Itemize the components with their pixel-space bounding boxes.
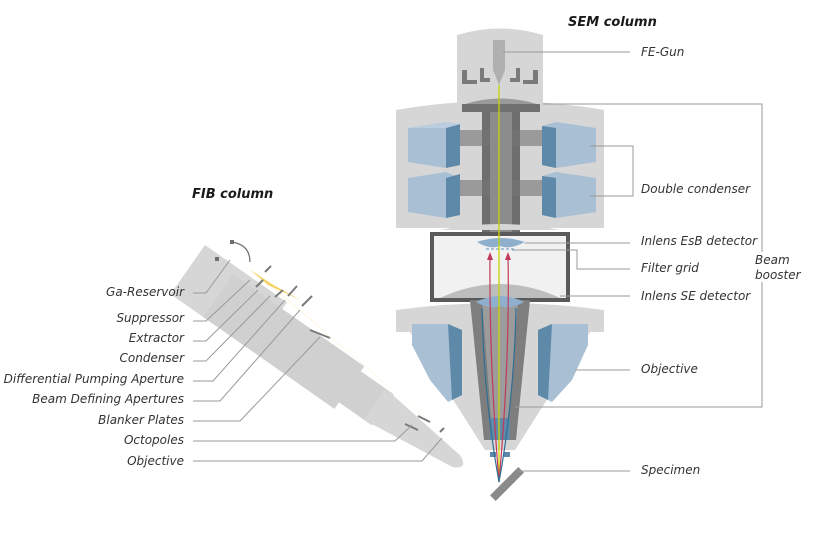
ga-reservoir-electrode	[230, 240, 234, 244]
label-octopoles: Octopoles	[124, 433, 184, 447]
fe-gun-tip-icon	[493, 40, 505, 85]
se-detector-dome	[440, 284, 560, 298]
label-objective-fib: Objective	[127, 454, 184, 468]
arrow-head-icon	[505, 252, 511, 260]
label-fe-gun: FE-Gun	[641, 45, 684, 59]
label-specimen: Specimen	[641, 463, 700, 477]
label-inlens-esb: Inlens EsB detector	[641, 234, 758, 248]
label-objective-sem: Objective	[641, 362, 698, 376]
liner-inner-front	[490, 112, 512, 232]
sem-column-title: SEM column	[568, 15, 657, 30]
label-beam-defining-apertures: Beam Defining Apertures	[32, 392, 184, 406]
backscatter-ray	[489, 254, 500, 483]
se-detector-icon	[476, 296, 524, 308]
specimen	[490, 467, 524, 501]
ga-reservoir-electrode	[215, 257, 219, 261]
label-double-condenser: Double condenser	[641, 182, 751, 196]
fib-column-title: FIB column	[192, 187, 273, 202]
label-beam-booster-1: Beam	[755, 253, 790, 267]
label-ga-reservoir: Ga-Reservoir	[106, 285, 185, 299]
sem-column	[396, 28, 604, 483]
label-condenser: Condenser	[120, 351, 186, 365]
se-ray	[481, 307, 500, 483]
condenser-lens-left-lower	[408, 172, 460, 218]
label-suppressor: Suppressor	[116, 311, 185, 325]
gun-bracket-icon	[462, 68, 538, 84]
beam-booster-label-bg	[752, 252, 812, 282]
leader-lines	[193, 51, 763, 472]
anode-plate	[462, 104, 540, 112]
arrow-head-icon	[487, 252, 493, 260]
esb-detector-icon	[477, 238, 525, 248]
fib-column	[170, 240, 498, 480]
label-extractor: Extractor	[129, 331, 185, 345]
condenser-lens-left-upper	[408, 122, 460, 168]
fib-housing-lower	[298, 342, 394, 426]
chamber-dome	[440, 224, 560, 230]
label-filter-grid: Filter grid	[641, 261, 699, 275]
objective-lens-left	[412, 324, 462, 402]
label-blanker-plates: Blanker Plates	[98, 413, 184, 427]
pole-tip-icon	[490, 452, 510, 457]
condenser-lens-right-lower	[542, 172, 596, 218]
label-diff-pumping-aperture: Differential Pumping Aperture	[4, 372, 184, 386]
fib-electrodes	[255, 265, 445, 433]
backscatter-ray	[498, 254, 509, 483]
ion-beam	[250, 268, 498, 480]
objective-lens-right	[538, 324, 588, 402]
condenser-lens-right-upper	[542, 122, 596, 168]
label-beam-booster-2: booster	[755, 268, 802, 282]
label-inlens-se: Inlens SE detector	[641, 289, 751, 303]
ga-reservoir-icon	[231, 241, 251, 263]
se-ray	[498, 307, 517, 483]
